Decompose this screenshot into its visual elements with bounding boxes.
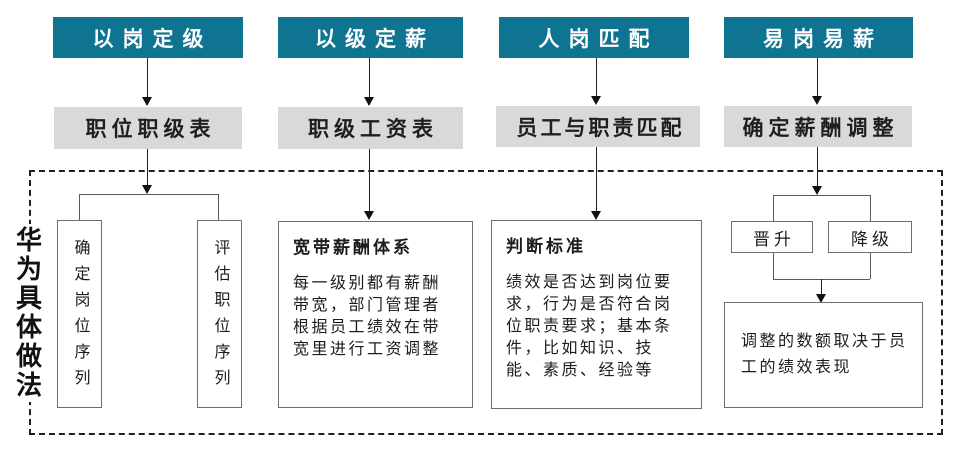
panel-body: 绩效是否达到岗位要求，行为是否符合岗位职责要求；基本条件，比如知识、技能、素质、… bbox=[506, 274, 673, 379]
result-box-3: 员工与职责匹配 bbox=[496, 106, 700, 147]
panel-broadband-pay: 宽带薪酬体系 每一级别都有薪酬带宽，部门管理者根据员工绩效在带宽里进行工资调整 bbox=[278, 221, 473, 408]
arrow-down-icon bbox=[812, 58, 823, 105]
result-box-4: 确定薪酬调整 bbox=[724, 106, 912, 147]
split-bracket-line bbox=[218, 194, 219, 220]
panel-body: 每一级别都有薪酬带宽，部门管理者根据员工绩效在带宽里进行工资调整 bbox=[293, 275, 442, 358]
arrow-down-icon bbox=[364, 58, 375, 106]
arrow-down-icon bbox=[591, 147, 602, 220]
panel-title: 宽带薪酬体系 bbox=[293, 238, 413, 257]
panel-judgement-criteria: 判断标准 绩效是否达到岗位要求，行为是否符合岗位职责要求；基本条件，比如知识、技… bbox=[491, 220, 702, 409]
option-box-promotion: 晋升 bbox=[731, 221, 813, 253]
arrow-down-icon bbox=[142, 58, 153, 106]
arrow-down-icon bbox=[591, 58, 602, 105]
option-box-demotion: 降级 bbox=[828, 221, 912, 253]
branch-box-position-sequence: 评估职位序列 bbox=[197, 220, 242, 408]
header-box-1: 以岗定级 bbox=[53, 17, 243, 58]
merge-bracket-line bbox=[773, 253, 774, 279]
split-bracket-line bbox=[79, 194, 80, 220]
arrow-down-icon bbox=[816, 279, 827, 303]
outcome-text: 调整的数额取决于员工的绩效表现 bbox=[741, 333, 908, 376]
header-box-3: 人岗匹配 bbox=[499, 17, 689, 58]
branch-box-post-sequence: 确定岗位序列 bbox=[57, 220, 102, 408]
result-box-1: 职位职级表 bbox=[54, 107, 242, 149]
header-box-2: 以级定薪 bbox=[278, 17, 463, 58]
header-box-4: 易岗易薪 bbox=[724, 17, 913, 58]
result-box-2: 职级工资表 bbox=[278, 107, 463, 149]
arrow-down-icon bbox=[812, 147, 823, 195]
panel-title: 判断标准 bbox=[506, 237, 586, 256]
split-bracket-line bbox=[870, 195, 871, 221]
split-bracket-line bbox=[773, 195, 870, 196]
arrow-down-icon bbox=[142, 149, 153, 194]
merge-bracket-line bbox=[870, 253, 871, 279]
outcome-box: 调整的数额取决于员工的绩效表现 bbox=[724, 302, 923, 408]
arrow-down-icon bbox=[364, 149, 375, 220]
side-label: 华为具体做法 bbox=[4, 224, 50, 402]
split-bracket-line bbox=[79, 194, 218, 195]
split-bracket-line bbox=[773, 195, 774, 221]
